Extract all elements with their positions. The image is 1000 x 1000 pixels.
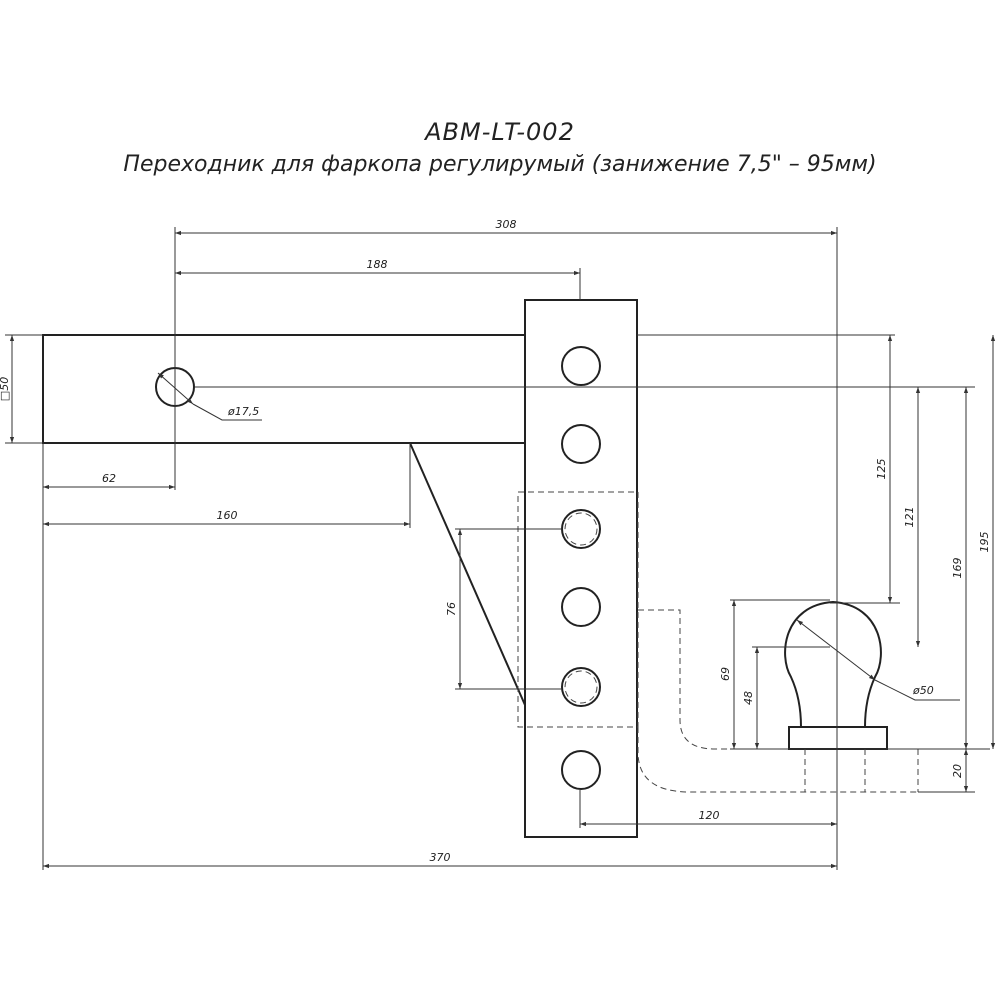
dim-square-50: □50 xyxy=(0,377,11,401)
dim-120: 120 xyxy=(699,809,720,822)
dim-76: 76 xyxy=(445,602,458,616)
dim-69: 69 xyxy=(719,667,732,681)
dim-169: 169 xyxy=(951,558,964,579)
dim-188: 188 xyxy=(367,258,388,271)
hidden-lines xyxy=(517,491,919,793)
dim-20: 20 xyxy=(951,764,964,778)
dim-308: 308 xyxy=(496,218,517,231)
plate-hole xyxy=(561,750,601,790)
hitch-ball xyxy=(784,600,888,750)
plate-hole xyxy=(561,509,601,549)
drawing-title-code: ABM-LT-002 xyxy=(425,118,575,146)
plate-holes xyxy=(561,346,601,790)
extension-lines xyxy=(5,227,990,870)
plate-hole xyxy=(561,587,601,627)
drop-plate xyxy=(524,299,638,838)
dim-62: 62 xyxy=(102,472,116,485)
plate-hole xyxy=(561,346,601,386)
drawing-title-description: Переходник для фаркопа регулирумый (зани… xyxy=(123,152,877,177)
dim-hole-diameter: ø17,5 xyxy=(227,405,259,418)
plate-hole xyxy=(561,667,601,707)
gusset-brace xyxy=(409,442,526,706)
shank-bar xyxy=(42,334,526,444)
dim-370: 370 xyxy=(430,851,451,864)
dim-195: 195 xyxy=(978,532,991,553)
dim-48: 48 xyxy=(742,691,755,705)
plate-hole xyxy=(561,424,601,464)
dimension-labels: 308 188 370 62 160 120 ø17,5 ø50 □50 125… xyxy=(0,218,991,864)
dim-125: 125 xyxy=(875,459,888,480)
dimension-lines xyxy=(9,230,996,869)
dim-160: 160 xyxy=(217,509,238,522)
dim-ball-diameter: ø50 xyxy=(912,684,934,697)
dim-121: 121 xyxy=(903,507,916,528)
